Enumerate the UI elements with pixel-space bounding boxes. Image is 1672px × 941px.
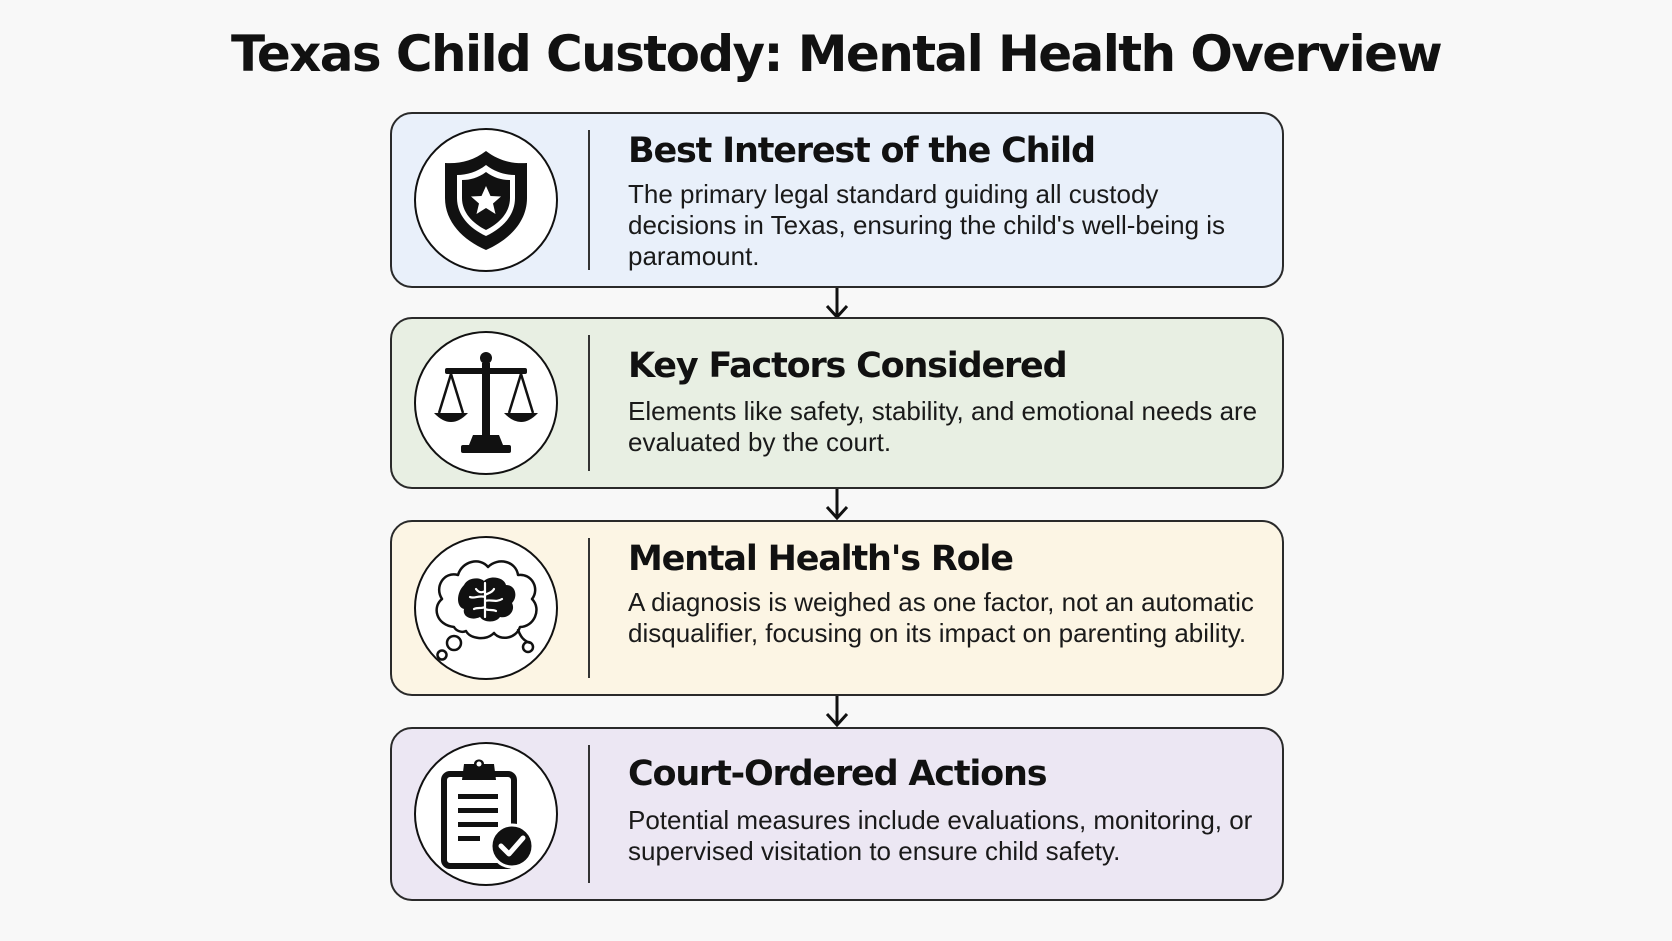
step-card-mental-health-role: Mental Health's Role A diagnosis is weig… — [390, 520, 1284, 696]
step-title: Court-Ordered Actions — [628, 754, 1048, 794]
scales-icon — [434, 352, 538, 453]
step-card-best-interest: Best Interest of the Child The primary l… — [390, 112, 1284, 288]
icon-badge — [414, 742, 558, 886]
step-card-court-ordered-actions: Court-Ordered Actions Potential measures… — [390, 727, 1284, 901]
shield-star-icon — [445, 151, 527, 250]
step-description: Potential measures include evaluations, … — [628, 805, 1253, 866]
clipboard-check-icon — [441, 759, 535, 869]
down-arrow-icon — [825, 489, 849, 523]
divider — [588, 130, 590, 270]
step-title: Best Interest of the Child — [628, 131, 1096, 171]
step-description: A diagnosis is weighed as one factor, no… — [628, 587, 1254, 648]
step-description: Elements like safety, stability, and emo… — [628, 396, 1258, 457]
divider — [588, 335, 590, 471]
step-title: Key Factors Considered — [628, 346, 1068, 386]
icon-badge — [414, 331, 558, 475]
page-title: Texas Child Custody: Mental Health Overv… — [230, 25, 1443, 83]
step-title: Mental Health's Role — [628, 539, 1014, 579]
step-description: The primary legal standard guiding all c… — [628, 179, 1226, 271]
step-card-key-factors: Key Factors Considered Elements like saf… — [390, 317, 1284, 489]
down-arrow-icon — [825, 696, 849, 730]
icon-badge — [414, 128, 558, 272]
divider — [588, 745, 590, 883]
divider — [588, 538, 590, 678]
icon-badge — [414, 536, 558, 680]
brain-thought-bubble-icon — [435, 560, 538, 661]
